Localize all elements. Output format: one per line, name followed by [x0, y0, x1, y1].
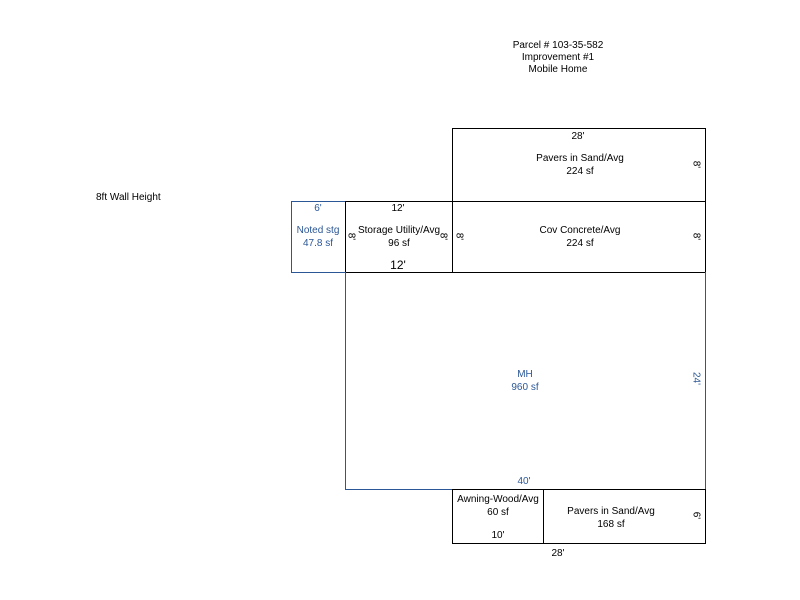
parcel-number: Parcel # 103-35-582: [512, 40, 604, 51]
noted-stg-label: Noted stg 47.8 sf: [288, 224, 348, 250]
pavers-bottom-sqft: 168 sf: [597, 519, 625, 530]
wall-height-note: 8ft Wall Height: [96, 192, 161, 203]
storage-sqft: 96 sf: [388, 238, 410, 249]
noted-stg-sqft: 47.8 sf: [302, 238, 334, 249]
storage-bottom-dim: 12': [390, 258, 406, 272]
pavers-top-label: Pavers in Sand/Avg 224 sf: [500, 152, 660, 178]
mh-label: MH 960 sf: [480, 368, 570, 394]
pavers-bottom-area: [543, 489, 706, 544]
pavers-bottom-depth-dim: 6': [690, 511, 702, 520]
awning-sqft: 60 sf: [487, 507, 509, 518]
pavers-top-name: Pavers in Sand/Avg: [536, 153, 624, 164]
storage-left-dim: 8': [345, 232, 357, 241]
awning-name: Awning-Wood/Avg: [457, 494, 539, 505]
improvement-number: Improvement #1: [521, 52, 595, 63]
storage-name: Storage Utility/Avg: [357, 225, 441, 236]
pavers-top-depth-dim: 8': [690, 160, 702, 169]
sketch-header: Parcel # 103-35-582 Improvement #1 Mobil…: [460, 40, 656, 76]
pavers-bottom-width-dim: 28': [551, 548, 565, 559]
pavers-top-width-dim: 28': [571, 131, 585, 142]
pavers-bottom-name: Pavers in Sand/Avg: [567, 506, 655, 517]
cov-concrete-left-dim: 8': [453, 232, 465, 241]
mh-name: MH: [517, 369, 533, 380]
pavers-bottom-label: Pavers in Sand/Avg 168 sf: [543, 505, 679, 531]
improvement-type: Mobile Home: [528, 64, 588, 75]
mh-depth-dim: 24': [690, 371, 702, 386]
cov-concrete-area: [452, 201, 706, 273]
storage-right-dim: 8': [437, 232, 449, 241]
pavers-top-sqft: 224 sf: [566, 166, 594, 177]
storage-label: Storage Utility/Avg 96 sf: [346, 224, 452, 250]
mh-sqft: 960 sf: [511, 382, 539, 393]
awning-width-dim: 10': [491, 530, 505, 541]
noted-stg-width-dim: 6': [314, 203, 322, 214]
cov-concrete-label: Cov Concrete/Avg 224 sf: [500, 224, 660, 250]
mh-width-dim: 40': [517, 476, 531, 487]
cov-concrete-name: Cov Concrete/Avg: [539, 225, 621, 236]
storage-top-dim: 12': [391, 203, 405, 214]
awning-label: Awning-Wood/Avg 60 sf: [452, 493, 544, 519]
cov-concrete-sqft: 224 sf: [566, 238, 594, 249]
cov-concrete-right-dim: 8': [690, 232, 702, 241]
noted-stg-name: Noted stg: [296, 225, 340, 236]
